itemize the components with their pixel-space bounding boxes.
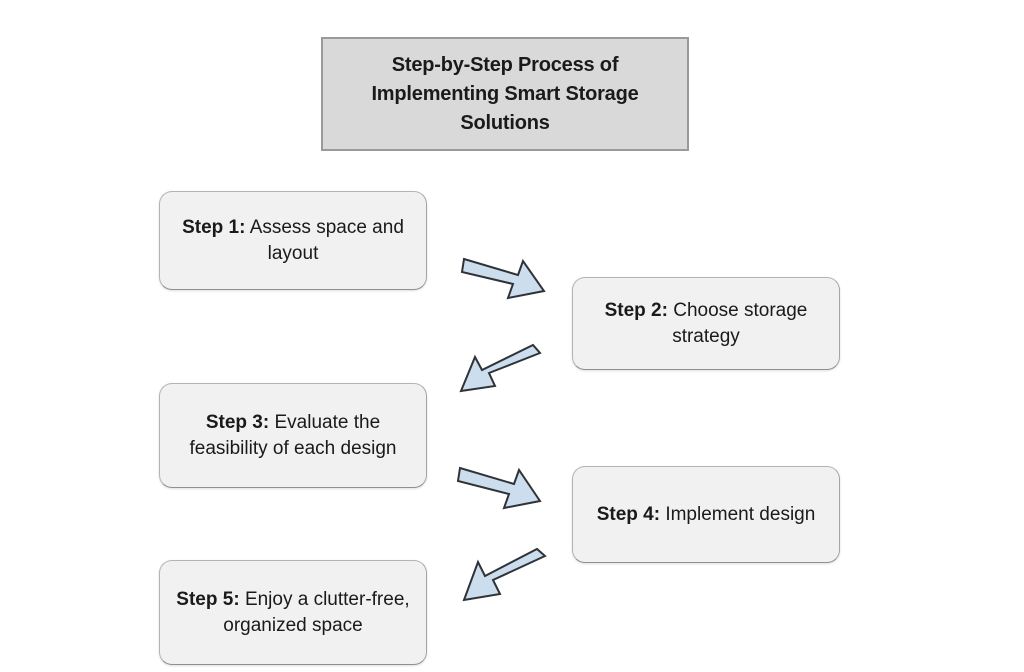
step-number-step-2: Step 2: <box>604 300 668 322</box>
diagram-title-text: Step-by-Step Process of Implementing Sma… <box>371 53 639 134</box>
step-number-step-4: Step 4: <box>596 503 661 525</box>
step-box-step-5[interactable]: Step 5: Enjoy a clutter-free, organized … <box>159 560 427 665</box>
step-box-step-2[interactable]: Step 2: Choose storage strategy <box>572 277 840 370</box>
step-label-step-5: Step 5: Enjoy a clutter-free, organized … <box>160 587 426 637</box>
step-box-step-4[interactable]: Step 4: Implement design <box>572 466 840 563</box>
step-label-step-4: Step 4: Implement design <box>583 502 830 527</box>
step-label-step-1: Step 1: Assess space and layout <box>160 215 426 265</box>
step-number-step-5: Step 5: <box>176 589 240 611</box>
step-box-step-3[interactable]: Step 3: Evaluate the feasibility of each… <box>159 383 427 488</box>
step-number-step-3: Step 3: <box>205 412 270 434</box>
diagram-title-box: Step-by-Step Process of Implementing Sma… <box>321 37 689 151</box>
step-description-step-4: Implement design <box>665 503 816 525</box>
arrow-down-right-icon <box>456 458 544 518</box>
step-label-step-2: Step 2: Choose storage strategy <box>573 298 839 348</box>
step-description-step-1: Assess space and layout <box>249 217 404 264</box>
step-label-step-3: Step 3: Evaluate the feasibility of each… <box>160 410 426 460</box>
step-description-step-2: Choose storage strategy <box>672 300 808 347</box>
arrow-down-left-icon <box>459 547 549 614</box>
step-description-step-5: Enjoy a clutter-free, organized space <box>223 589 410 636</box>
step-number-step-1: Step 1: <box>182 217 246 239</box>
step-box-step-1[interactable]: Step 1: Assess space and layout <box>159 191 427 290</box>
step-description-step-3: Evaluate the feasibility of each design <box>189 412 397 459</box>
arrow-down-right-icon <box>460 249 547 309</box>
arrow-down-left-icon <box>457 343 543 405</box>
